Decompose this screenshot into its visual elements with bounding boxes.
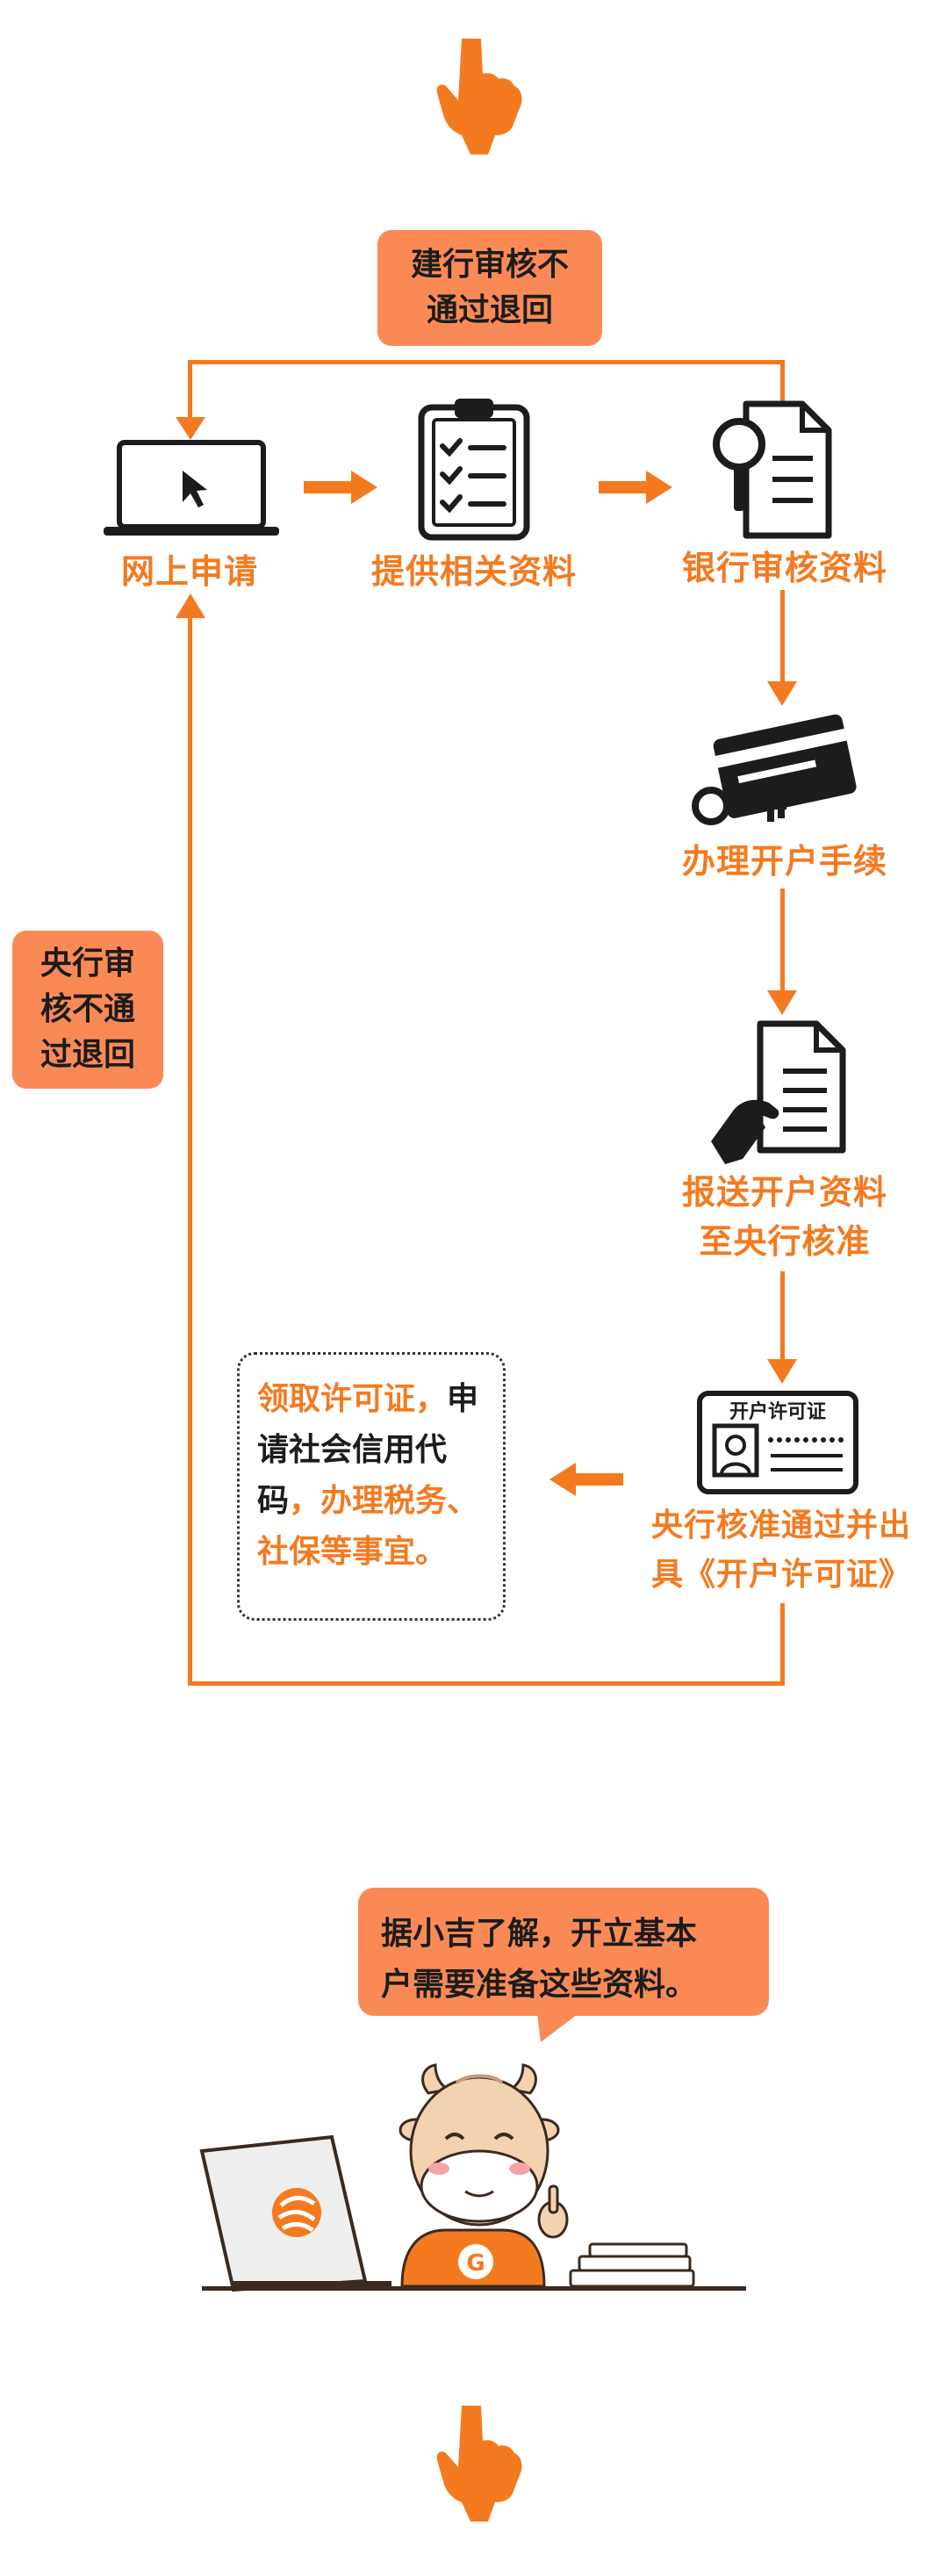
note-part-2: 申请社会信用代码 xyxy=(257,1381,479,1519)
arrow-down-icon xyxy=(767,990,797,1015)
central-reject-line-3: 过退回 xyxy=(40,1037,135,1073)
bubble-line-1: 据小吉了解，开立基本 xyxy=(381,1916,698,1952)
step-provide-line: 提供相关资料 xyxy=(370,552,577,591)
connector-handle-submit xyxy=(780,889,785,994)
speech-bubble: 据小吉了解，开立基本 户需要准备这些资料。 xyxy=(358,1888,769,2016)
step-approve-line-1: 央行核准通过并出 xyxy=(650,1507,911,1543)
bubble-tail xyxy=(537,2014,578,2042)
document-magnifier-icon xyxy=(713,400,832,539)
step-approve-line-2: 具《开户许可证》 xyxy=(650,1557,911,1593)
license-card-title: 开户许可证 xyxy=(729,1401,826,1423)
laptop-cursor-icon xyxy=(104,440,279,536)
loop-top-right xyxy=(780,360,785,404)
mascot-shirt-letter: G xyxy=(466,2250,485,2277)
central-reject-line-2: 核不通 xyxy=(40,991,135,1027)
step-approve-label: 央行核准通过并出 具《开户许可证》 xyxy=(614,1501,948,1600)
step-review-line: 银行审核资料 xyxy=(681,549,887,587)
step-handle-label: 办理开户手续 xyxy=(662,834,908,882)
arrow-down-icon xyxy=(767,1359,797,1384)
central-reject-line-1: 央行审 xyxy=(40,946,135,982)
loop-bottom-right xyxy=(780,1603,785,1686)
central-reject-badge: 央行审 核不通 过退回 xyxy=(12,931,163,1089)
arrow-left-icon xyxy=(549,1463,623,1496)
bank-reject-line-1: 建行审核不 xyxy=(410,247,569,283)
arrow-down-icon xyxy=(767,681,797,706)
step-submit-label: 报送开户资料 至央行核准 xyxy=(644,1168,925,1266)
clipboard-checklist-icon xyxy=(418,399,530,541)
loop-left-line xyxy=(188,615,192,1686)
loop-top-left xyxy=(188,360,192,421)
mascot-illustration: G xyxy=(199,2063,746,2292)
arrow-up-icon xyxy=(176,594,205,618)
step-submit-line-1: 报送开户资料 xyxy=(681,1173,887,1212)
step-apply-label: 网上申请 xyxy=(84,544,295,593)
note-part-3: ，办理税务、社保等事宜。 xyxy=(257,1483,479,1570)
step-provide-label: 提供相关资料 xyxy=(351,544,597,593)
step-apply-line: 网上申请 xyxy=(120,552,258,591)
arrow-right-icon xyxy=(599,471,672,504)
step-review-label: 银行审核资料 xyxy=(662,541,908,589)
arrow-down-icon xyxy=(176,417,205,440)
license-card-icon xyxy=(697,1391,858,1494)
bank-reject-badge: 建行审核不 通过退回 xyxy=(377,230,602,346)
card-key-icon xyxy=(692,714,857,825)
note-part-1: 领取许可证， xyxy=(257,1381,448,1417)
hand-document-icon xyxy=(711,1020,846,1164)
bank-reject-line-2: 通过退回 xyxy=(426,292,553,328)
pointing-hand-icon xyxy=(436,2406,522,2522)
pointing-hand-icon xyxy=(436,39,522,155)
loop-top-line xyxy=(188,360,785,364)
step-handle-line: 办理开户手续 xyxy=(681,842,887,881)
loop-bottom-line xyxy=(188,1681,785,1686)
connector-submit-approve xyxy=(780,1271,785,1363)
next-steps-note: 领取许可证，申请社会信用代码，办理税务、社保等事宜。 xyxy=(237,1352,506,1621)
step-submit-line-2: 至央行核准 xyxy=(699,1222,871,1261)
arrow-right-icon xyxy=(304,471,377,504)
connector-review-handle xyxy=(780,590,785,683)
bubble-line-2: 户需要准备这些资料。 xyxy=(381,1967,698,2003)
